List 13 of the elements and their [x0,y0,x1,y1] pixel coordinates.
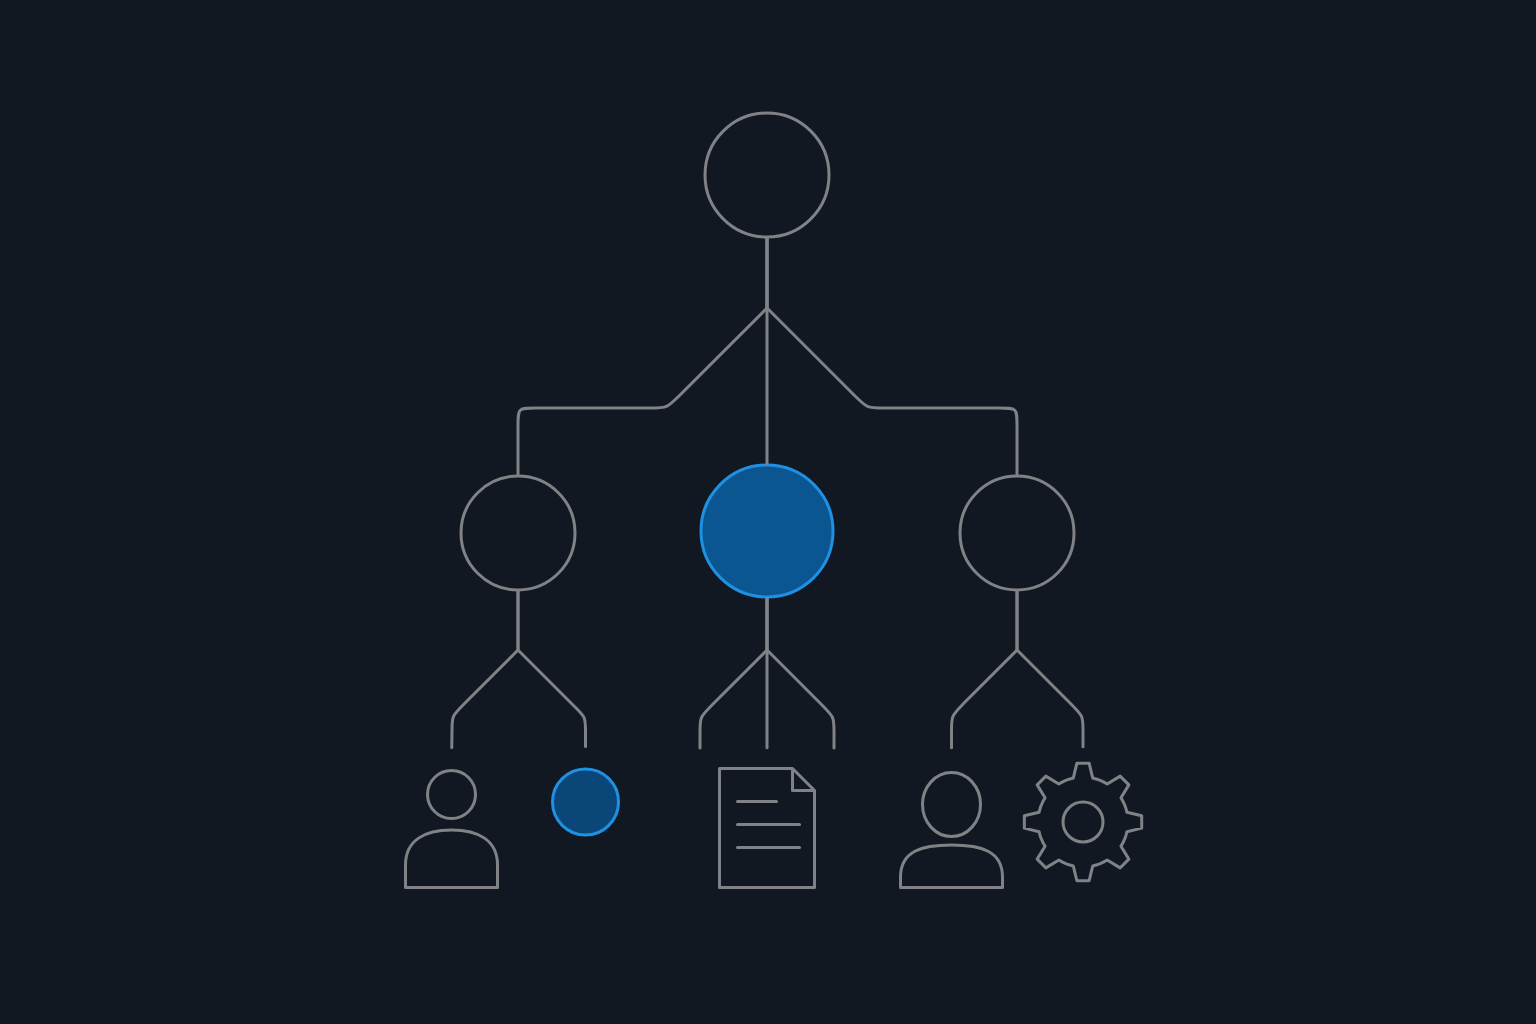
filled-circle [551,767,620,837]
connector-line [765,237,1019,476]
filled-circle [699,463,835,599]
connector-line [765,597,836,750]
circle [958,474,1076,592]
connector-line [1015,590,1085,749]
person-icon [899,771,1004,889]
circle [703,111,831,239]
gear-icon [1022,761,1144,883]
person-icon [404,769,499,889]
circle [459,474,577,592]
document-icon [718,767,816,889]
connector-line [516,590,587,748]
